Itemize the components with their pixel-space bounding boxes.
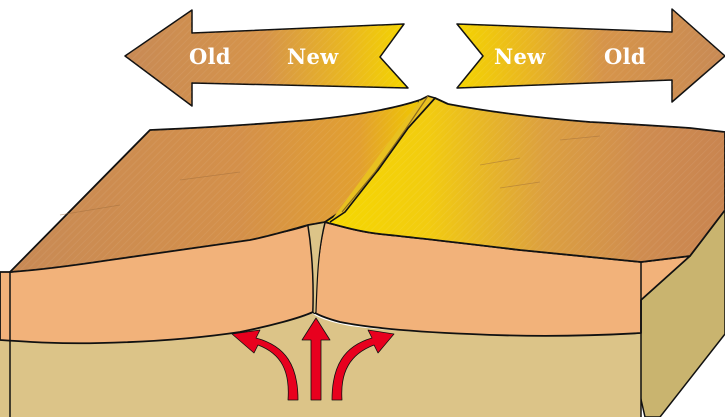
left-spreading-arrow: Old New (125, 10, 408, 106)
right-spreading-arrow: New Old (457, 9, 725, 102)
left-arrow-old-label: Old (189, 44, 231, 69)
left-arrow-new-label: New (287, 44, 339, 69)
right-arrow-new-label: New (494, 44, 546, 69)
right-arrow-old-label: Old (604, 44, 646, 69)
